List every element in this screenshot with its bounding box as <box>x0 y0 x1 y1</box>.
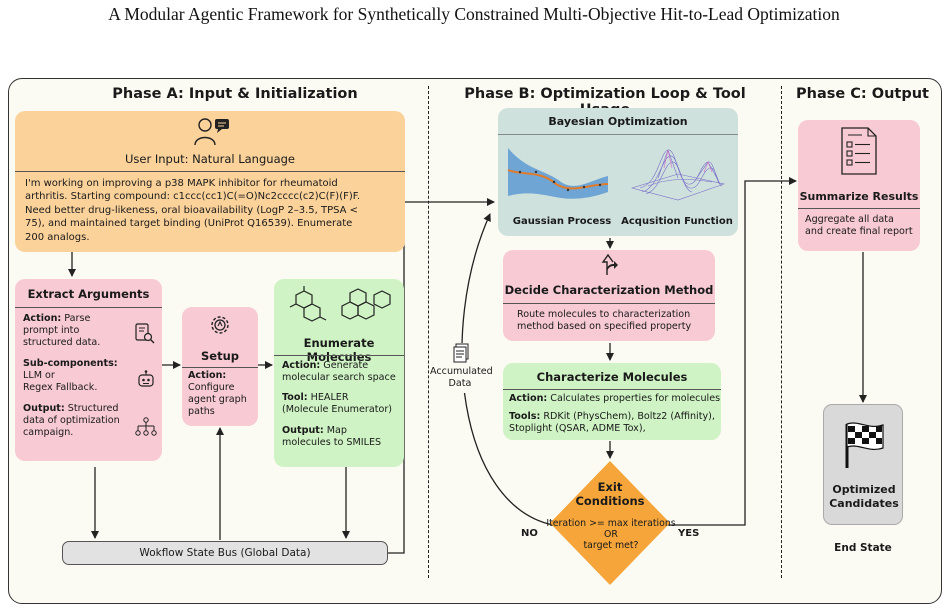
phase-a-title: Phase A: Input & Initialization <box>112 86 358 102</box>
report-checklist-icon <box>841 127 877 175</box>
exit-title: Exit Conditions <box>575 480 645 508</box>
extract-action: Action: Parse prompt into structured dat… <box>23 313 101 348</box>
acquisition-function-plot <box>630 149 726 201</box>
setup-title: Setup <box>201 349 239 363</box>
optimized-label: Optimized Candidates <box>829 483 899 510</box>
summarize-text: Aggregate all data and create final repo… <box>805 214 913 237</box>
bayesian-optimization-box: Bayesian Optimization Gaussian Process A… <box>498 108 738 236</box>
enumerate-title: Enumerate Molecules <box>303 336 375 364</box>
extract-subcomponents: Sub-components: LLM or Regex Fallback. <box>23 358 118 393</box>
arrow-no-loop <box>461 213 554 526</box>
document-stack-icon <box>453 343 469 363</box>
extract-arguments-box: Extract Arguments Action: Parse prompt i… <box>15 279 162 461</box>
arrow-bus-to-bayes <box>388 198 495 554</box>
summarize-results-box: Summarize Results Aggregate all data and… <box>798 120 920 251</box>
enumerate-action: Action: Generate molecular search space <box>282 360 396 383</box>
decide-text: Route molecules to characterization meth… <box>517 309 692 332</box>
robot-icon <box>138 370 154 387</box>
extract-output: Output: Structured data of optimization … <box>23 403 120 438</box>
gaussian-process-plot <box>507 148 609 199</box>
gear-icon <box>211 316 229 334</box>
user-input-divider <box>15 171 405 172</box>
characterize-action: Action: Calculates properties for molecu… <box>509 393 721 404</box>
gaussian-process-label: Gaussian Process <box>512 216 612 227</box>
arrow-yes-to-summarize <box>666 177 797 526</box>
user-input-title: User Input: Natural Language <box>124 152 295 166</box>
characterize-title: Characterize Molecules <box>536 370 688 384</box>
phase-c-title: Phase C: Output <box>796 86 929 102</box>
setup-action: Action: Configure agent graph paths <box>188 370 247 417</box>
enumerate-box: Enumerate Molecules Action: Generate mol… <box>274 279 404 467</box>
optimized-candidates-box: Optimized Candidates <box>823 404 903 525</box>
user-speech-icon <box>193 115 233 151</box>
summarize-title: Summarize Results <box>799 190 919 203</box>
accumulated-data: Accumulated Data <box>430 343 493 393</box>
checkered-flag-icon <box>845 422 884 468</box>
exit-conditions-diamond <box>550 461 670 585</box>
workflow-state-bus: Wokflow State Bus (Global Data) <box>62 541 388 565</box>
setup-box: Setup Action: Configure agent graph path… <box>182 307 258 426</box>
phase-divider-ab <box>428 86 429 578</box>
document-search-icon <box>135 323 155 344</box>
user-input-text: I'm working on improving a p38 MAPK inhi… <box>25 178 361 243</box>
bayes-title: Bayesian Optimization <box>548 115 688 128</box>
exit-condition-text: Iteration >= max iterations OR target me… <box>546 518 676 551</box>
decide-characterization-box: Decide Characterization Method Route mol… <box>503 250 715 341</box>
no-label: NO <box>521 528 538 539</box>
yes-label: YES <box>678 528 700 539</box>
enumerate-output: Output: Map molecules to SMILES <box>282 425 382 448</box>
fork-arrow-icon <box>601 254 618 275</box>
decide-title: Decide Characterization Method <box>504 283 714 297</box>
acquisition-function-label: Acqusition Function <box>621 216 733 227</box>
network-icon <box>135 417 157 436</box>
paper-title: A Modular Agentic Framework for Syntheti… <box>108 4 840 24</box>
enumerate-tool: Tool: HEALER (Molecule Enumerator) <box>282 392 393 415</box>
molecule-structures-icon <box>289 286 391 322</box>
characterize-tools: Tools: RDKit (PhysChem), Boltz2 (Affinit… <box>509 411 715 434</box>
characterize-box: Characterize Molecules Action: Calculate… <box>503 363 721 440</box>
user-input-box: User Input: Natural Language I'm working… <box>15 111 405 252</box>
extract-title: Extract Arguments <box>27 287 150 301</box>
phase-divider-bc <box>781 86 782 578</box>
end-state-label: End State <box>834 542 892 554</box>
